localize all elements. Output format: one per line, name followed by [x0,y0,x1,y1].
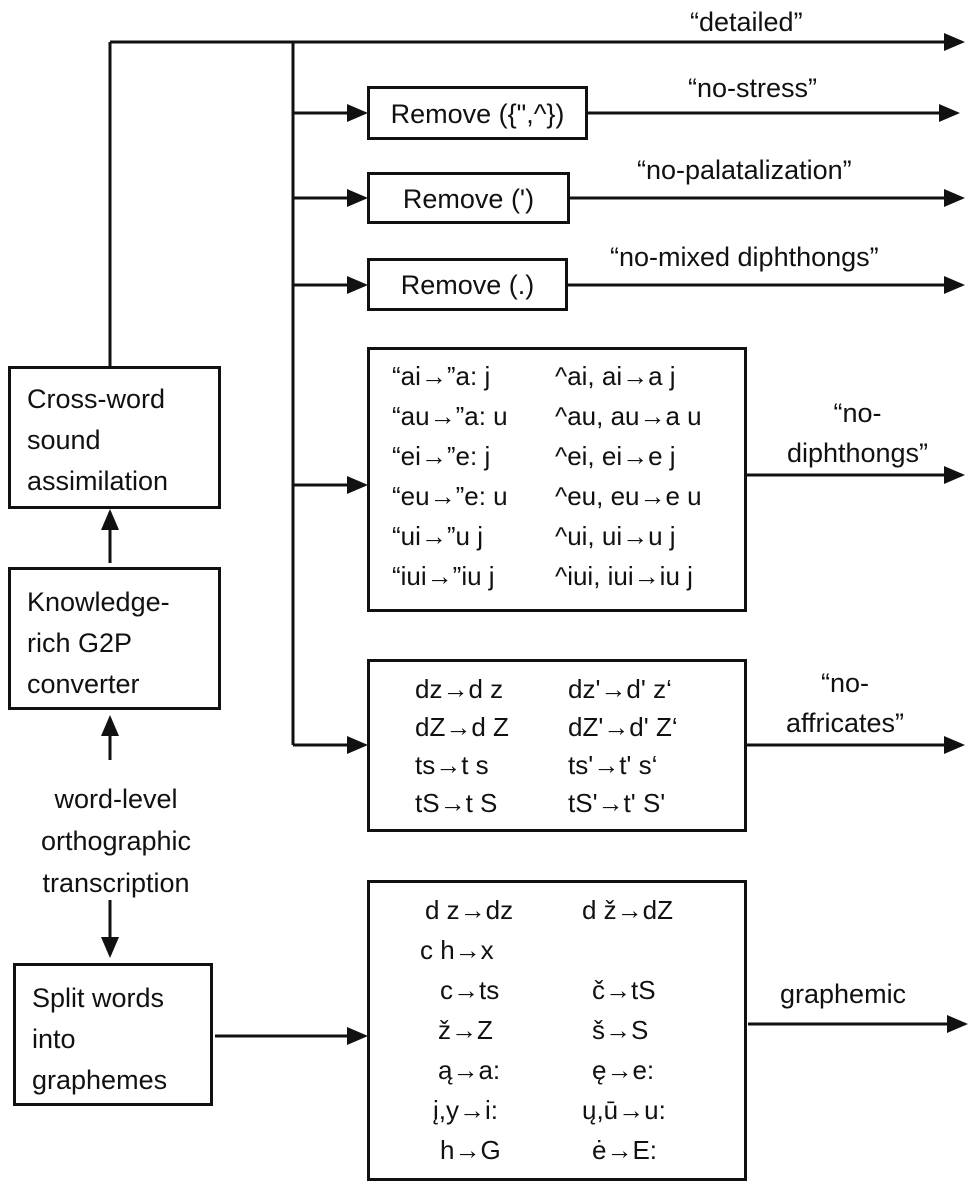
remove-mixed-box: Remove (.) [367,258,568,311]
rule-row: į,y→i: ų,ū→u: [370,1095,744,1126]
rule-right: ė→E: [592,1135,658,1165]
output-detailed: “detailed” [690,7,803,37]
rule-right: dz'→d' z‘ [568,674,672,704]
g2p-label: Knowledge- rich G2P converter [27,587,170,699]
rule-left: ą→a: [438,1055,501,1085]
remove-mixed-label: Remove (.) [400,270,535,300]
rule-left: “ai→”a: j [392,361,491,391]
affricate-rules-box: dz→d z dz'→d' z‘ dZ→d Z dZ'→d' Z‘ ts→t s ts'→… [367,659,747,832]
rule-right: ^iui, iui→iu j [555,561,693,591]
rule-left: “eu→”e: u [392,481,508,511]
split-box: Split words into graphemes [13,963,213,1106]
rule-left: “iui→”iu j [392,561,495,591]
rule-right: š→S [592,1015,649,1045]
rule-left: dZ→d Z [415,712,509,742]
output-no-stress: “no-stress” [688,73,818,103]
rule-row: dz→d z dz'→d' z‘ [370,674,744,705]
output-no-palatalization: “no-palatalization” [637,155,852,185]
split-label: Split words into graphemes [32,983,168,1095]
remove-palatalization-label: Remove (') [402,184,535,214]
rule-right: ^eu, eu→e u [555,481,702,511]
rule-left: “au→”a: u [392,401,508,431]
rule-right: tS'→t' S' [568,788,666,818]
rule-left: dz→d z [415,674,504,704]
rule-right: č→tS [592,975,656,1005]
output-no-diphthongs: “no- diphthongs” [786,398,929,468]
rule-row: d z→dz d ž→dZ [370,895,744,926]
rule-left: c→ts [440,975,500,1005]
rule-right: ų,ū→u: [582,1095,666,1125]
rule-row: dZ→d Z dZ'→d' Z‘ [370,712,744,743]
rule-right: ^ai, ai→a j [555,361,676,391]
rule-row: “ai→”a: j ^ai, ai→a j [370,361,744,392]
rule-right: ^ui, ui→u j [555,521,676,551]
rule-left: ž→Z [438,1015,493,1045]
rule-left: į,y→i: [433,1095,498,1125]
remove-stress-box: Remove ({",^}) [367,86,588,140]
rule-left: ts→t s [415,750,489,780]
rule-row: “au→”a: u ^au, au→a u [370,401,744,432]
rule-row: c h→x [370,935,744,966]
g2p-box: Knowledge- rich G2P converter [8,567,221,710]
rule-row: “iui→”iu j ^iui, iui→iu j [370,561,744,592]
remove-stress-label: Remove ({",^}) [390,99,565,129]
rule-right: ^au, au→a u [555,401,702,431]
rule-left: c h→x [420,935,494,965]
rule-row: ts→t s ts'→t' s‘ [370,750,744,781]
rule-left: tS→t S [415,788,498,818]
rule-row: h→G ė→E: [370,1135,744,1166]
rule-right: ^ei, ei→e j [555,441,676,471]
rule-row: c→ts č→tS [370,975,744,1006]
rule-left: “ui→”u j [392,521,484,551]
rule-left: “ei→”e: j [392,441,491,471]
rule-row: “eu→”e: u ^eu, eu→e u [370,481,744,512]
rule-row: tS→t S tS'→t' S' [370,788,744,819]
rule-row: ž→Z š→S [370,1015,744,1046]
rule-left: d z→dz [425,895,514,925]
rule-row: ą→a: ę→e: [370,1055,744,1086]
rule-right: ę→e: [592,1055,655,1085]
rule-right: dZ'→d' Z‘ [568,712,678,742]
rule-left: h→G [440,1135,501,1165]
output-no-affricates: “no- affricates” [785,668,905,738]
rule-row: “ei→”e: j ^ei, ei→e j [370,441,744,472]
rule-right: ts'→t' s‘ [568,750,658,780]
rule-row: “ui→”u j ^ui, ui→u j [370,521,744,552]
grapheme-rules-box: d z→dz d ž→dZ c h→x c→ts č→tS ž→Z š→S ą→a: ę→e: į… [367,880,747,1181]
diphthong-rules-box: “ai→”a: j ^ai, ai→a j “au→”a: u ^au, au→a u… [367,347,747,612]
input-label: word-level orthographic transcription [40,784,192,898]
cross-word-box: Cross-word sound assimilation [8,366,221,509]
output-graphemic: graphemic [780,979,907,1009]
cross-word-label: Cross-word sound assimilation [27,384,169,496]
output-no-mixed-diphthongs: “no-mixed diphthongs” [610,242,879,272]
remove-palatalization-box: Remove (') [367,172,570,224]
rule-right: d ž→dZ [582,895,674,925]
